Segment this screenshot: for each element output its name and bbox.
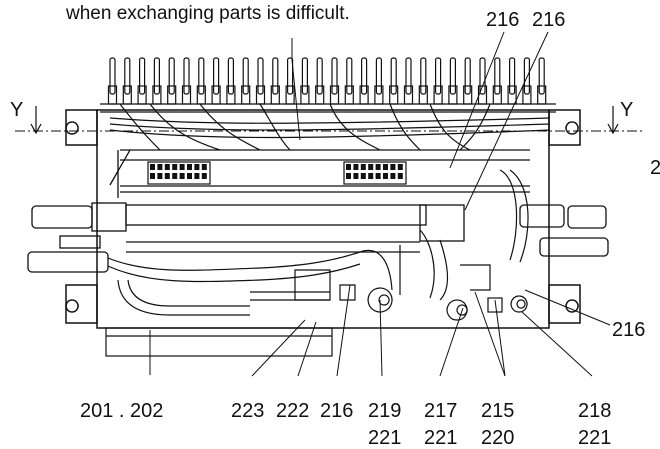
- connector-pin: [538, 57, 545, 95]
- lower-plate: [105, 327, 333, 357]
- terminal-contact: [164, 173, 170, 179]
- terminal-contact: [150, 173, 155, 179]
- connector-pin: [509, 57, 516, 95]
- terminal-contact: [157, 173, 163, 179]
- connector-pin: [420, 57, 427, 95]
- terminal-contact: [172, 164, 178, 170]
- connector-pin: [301, 57, 308, 95]
- terminal-contact: [390, 164, 396, 170]
- tubing: [107, 169, 529, 321]
- connector-pin: [346, 57, 353, 95]
- terminal-contact: [179, 164, 185, 170]
- callout-216-bottom: 216: [320, 400, 354, 422]
- terminal-contact: [172, 173, 178, 179]
- callout-221-c: 221: [578, 427, 612, 449]
- connector-pins: [107, 57, 547, 105]
- connector-pin: [168, 57, 175, 95]
- terminal-contact: [360, 173, 366, 179]
- connector-pin: [272, 57, 279, 95]
- terminal-contact: [179, 173, 185, 179]
- connector-pin: [390, 57, 397, 95]
- terminal-contact: [187, 164, 192, 170]
- connector-pin: [316, 57, 323, 95]
- connector-pin: [198, 57, 205, 95]
- terminal-contact: [360, 164, 366, 170]
- connector-pin: [242, 57, 249, 95]
- connector-pin: [494, 57, 501, 95]
- terminal-contact: [368, 173, 374, 179]
- callout-217: 217: [424, 400, 458, 422]
- connector-pin: [435, 57, 442, 95]
- section-mark-left: Y: [10, 99, 24, 121]
- terminal-contact: [346, 164, 351, 170]
- connector-pin: [139, 57, 146, 95]
- callout-220: 220: [481, 427, 515, 449]
- callout-201-202: 201 . 202: [80, 400, 164, 422]
- callout-219: 219: [368, 400, 402, 422]
- header-pipes: [27, 149, 609, 273]
- callout-216-top-2: 216: [532, 9, 566, 31]
- terminal-contact: [353, 173, 359, 179]
- connector-pin: [449, 57, 456, 95]
- callout-218: 218: [578, 400, 612, 422]
- connector-pin: [331, 57, 338, 95]
- connector-pin: [464, 57, 471, 95]
- wiring-harness: [100, 103, 556, 151]
- callout-222: 222: [276, 400, 310, 422]
- terminal-contact: [201, 164, 207, 170]
- callout-221-b: 221: [424, 427, 458, 449]
- leader-lines: [149, 31, 611, 377]
- terminal-contact: [201, 173, 207, 179]
- rails: [120, 149, 530, 193]
- terminal-contact: [187, 173, 192, 179]
- connector-pin: [183, 57, 190, 95]
- note-text: when exchanging parts is difficult.: [66, 3, 350, 24]
- terminal-blocks: [147, 161, 407, 185]
- connector-pin: [405, 57, 412, 95]
- section-mark-right: Y: [620, 99, 634, 121]
- terminal-contact: [397, 173, 403, 179]
- terminal-dots: [150, 164, 403, 179]
- connector-pin: [479, 57, 486, 95]
- connector-pin: [361, 57, 368, 95]
- terminal-contact: [383, 173, 388, 179]
- frame-outline: [65, 109, 581, 329]
- connector-pin: [257, 57, 264, 95]
- section-arrows: [30, 106, 619, 135]
- cut-label-right-top: 2: [650, 157, 660, 179]
- terminal-contact: [150, 164, 155, 170]
- terminal-contact: [194, 173, 200, 179]
- terminal-contact: [375, 164, 381, 170]
- terminal-contact: [346, 173, 351, 179]
- connector-pin: [124, 57, 131, 95]
- terminal-contact: [353, 164, 359, 170]
- terminal-contact: [157, 164, 163, 170]
- connector-pin: [109, 57, 116, 95]
- terminal-contact: [383, 164, 388, 170]
- connector-pin: [227, 57, 234, 95]
- callout-216-top-1: 216: [486, 9, 520, 31]
- connector-pin: [153, 57, 160, 95]
- terminal-contact: [164, 164, 170, 170]
- terminal-contact: [390, 173, 396, 179]
- connector-pin: [213, 57, 220, 95]
- terminal-contact: [368, 164, 374, 170]
- terminal-contact: [194, 164, 200, 170]
- callout-223: 223: [231, 400, 265, 422]
- callout-right-edge: 216: [612, 319, 646, 341]
- connector-pin: [375, 57, 382, 95]
- connector-pin: [287, 57, 294, 95]
- connector-pin: [523, 57, 531, 95]
- callout-221-a: 221: [368, 427, 402, 449]
- terminal-contact: [397, 164, 403, 170]
- terminal-contact: [375, 173, 381, 179]
- callout-215: 215: [481, 400, 515, 422]
